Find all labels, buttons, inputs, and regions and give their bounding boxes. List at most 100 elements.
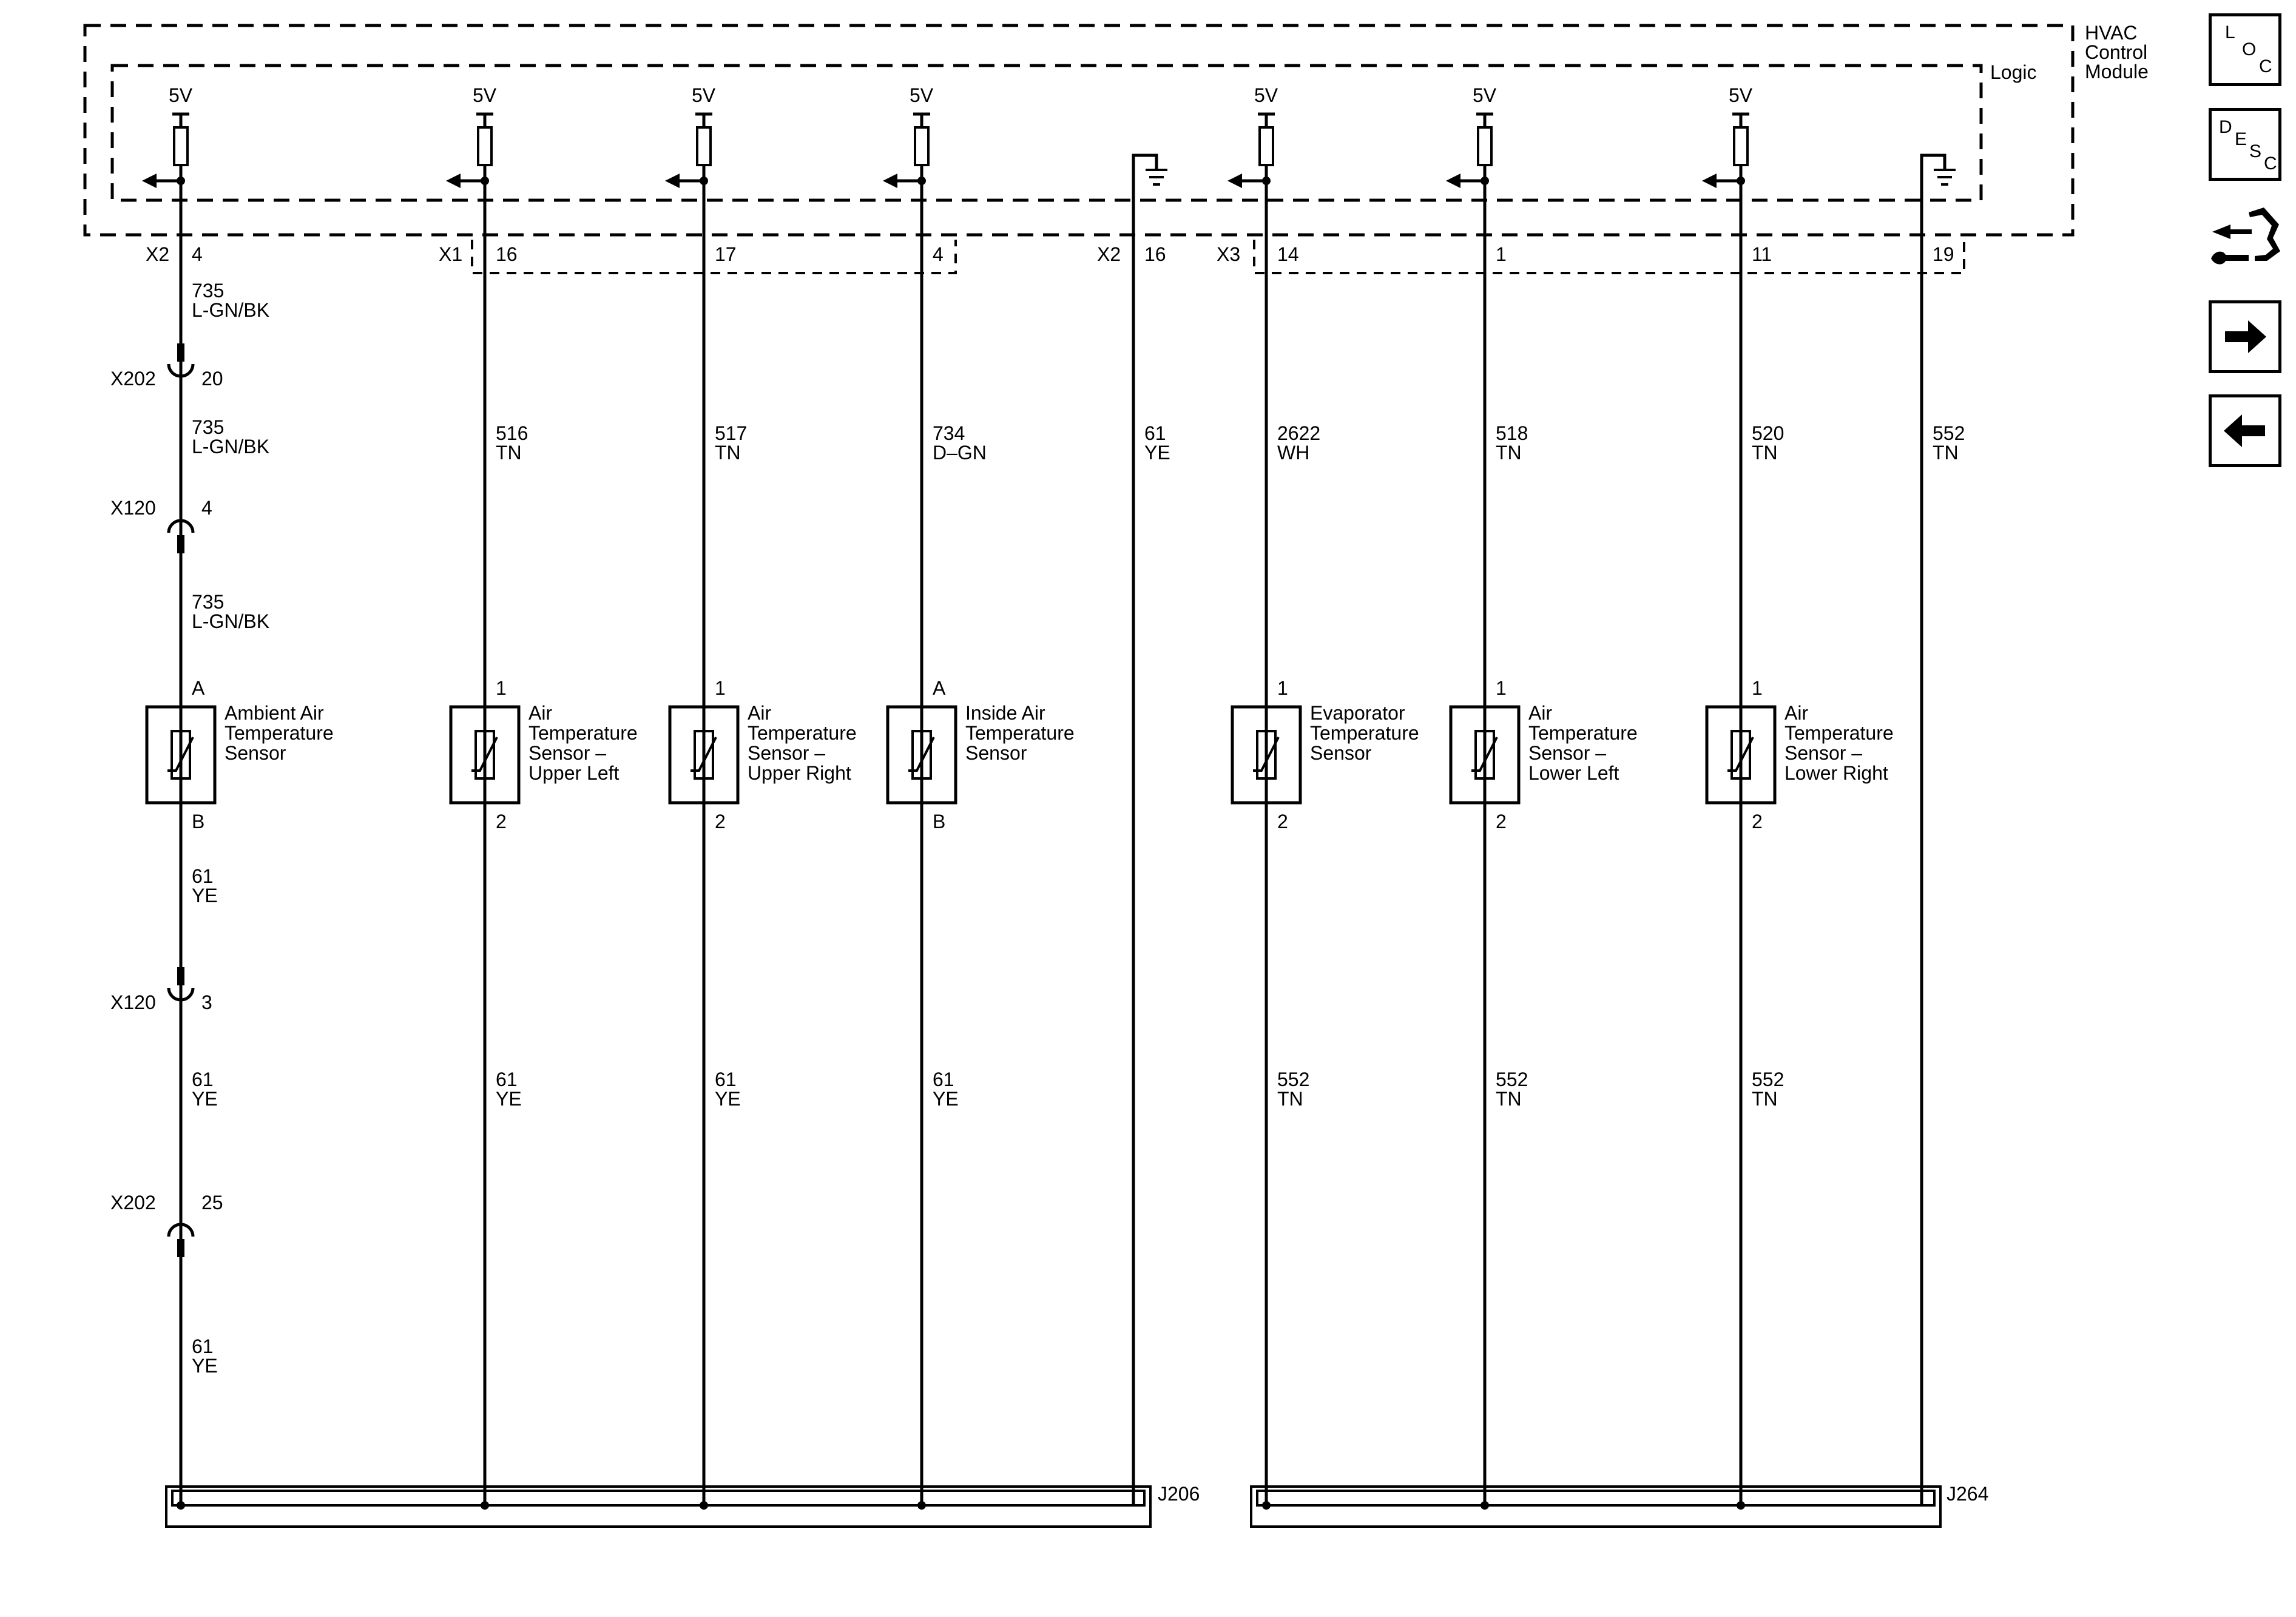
circuit-number: 735 xyxy=(192,591,224,613)
sensor-name-line: Upper Left xyxy=(528,762,620,784)
connector-label: X1 xyxy=(439,243,462,265)
splice-j206-label: J206 xyxy=(1158,1483,1200,1505)
sensor-name-line: Ambient Air xyxy=(225,702,324,724)
connector-pin xyxy=(177,535,184,553)
connector-name: X202 xyxy=(110,368,156,390)
return-circuit-number: 552 xyxy=(1752,1068,1784,1090)
return-circuit-color: TN xyxy=(1277,1088,1303,1110)
sensor-pin-top: 1 xyxy=(715,677,726,699)
circuit-color: WH xyxy=(1277,442,1309,464)
loc-letter-c: C xyxy=(2259,56,2272,76)
supply-5v-label: 5V xyxy=(692,84,716,106)
return-circuit-number: 61 xyxy=(496,1068,518,1090)
supply-5v-label: 5V xyxy=(1473,84,1497,106)
pin-label: 16 xyxy=(496,243,518,265)
splice-j264-outer xyxy=(1250,1485,1942,1528)
thermistor-slash xyxy=(1727,737,1754,772)
circuit-number: 518 xyxy=(1496,422,1528,444)
connector-name: X202 xyxy=(110,1192,156,1214)
desc-letter-c: C xyxy=(2264,154,2277,174)
circuit-number: 61 xyxy=(192,1335,214,1357)
next-button[interactable] xyxy=(2209,300,2281,373)
loc-letter-l: L xyxy=(2225,22,2235,42)
prev-button[interactable] xyxy=(2209,394,2281,467)
sensor-name-line: Temperature xyxy=(225,722,334,744)
loc-button[interactable]: L O C xyxy=(2209,13,2281,86)
sensor-pin-top: 1 xyxy=(1277,677,1288,699)
arrow-left-icon xyxy=(883,174,897,188)
return-circuit-number: 552 xyxy=(1277,1068,1309,1090)
connector-cup xyxy=(167,363,195,378)
connector-tool-icon[interactable] xyxy=(2206,200,2285,279)
return-circuit-number: 552 xyxy=(1496,1068,1528,1090)
sensor-pin-top: 1 xyxy=(496,677,507,699)
circuit-number: 734 xyxy=(933,422,965,444)
sensor-pin-bottom: B xyxy=(933,811,945,832)
circuit-color: YE xyxy=(1144,442,1170,464)
sensor-name-line: Sensor xyxy=(965,742,1027,764)
sensor-name-line: Air xyxy=(748,702,771,724)
circuit-color: YE xyxy=(192,1088,218,1110)
desc-letter-e: E xyxy=(2235,129,2247,149)
arrow-left-icon xyxy=(1446,174,1460,188)
logic-label: Logic xyxy=(1990,61,2037,83)
arrow-left-icon xyxy=(665,174,680,188)
circuit-color: YE xyxy=(192,1355,218,1377)
supply-5v-label: 5V xyxy=(169,84,193,106)
pullup-resistor xyxy=(173,126,189,166)
sensor-name-line: Air xyxy=(1784,702,1808,724)
pullup-resistor xyxy=(696,126,712,166)
splice-j206-inner xyxy=(171,1490,1146,1507)
return-circuit-number: 61 xyxy=(192,865,214,887)
sensor-name-line: Temperature xyxy=(965,722,1075,744)
module-title-line-2: Control xyxy=(2085,41,2147,63)
sensor-pin-top: 1 xyxy=(1496,677,1507,699)
connector-pin-number: 3 xyxy=(201,991,212,1013)
thermistor-slash xyxy=(167,737,194,772)
sensor-name-line: Sensor – xyxy=(1784,742,1862,764)
sensor-pin-bottom: 2 xyxy=(1496,811,1507,832)
thermistor-icon xyxy=(694,730,714,780)
connector-name: X120 xyxy=(110,497,156,519)
sensor-name-line: Sensor – xyxy=(1528,742,1606,764)
x3-connector-group xyxy=(1253,240,1965,274)
connector-pin xyxy=(177,1239,184,1257)
sensor-name-line: Inside Air xyxy=(965,702,1045,724)
thermistor-slash xyxy=(1471,737,1498,772)
splice-j264-inner xyxy=(1256,1490,1936,1507)
circuit-color: TN xyxy=(1496,442,1522,464)
desc-letter-s: S xyxy=(2249,141,2262,161)
sensor-name-line: Upper Right xyxy=(748,762,851,784)
arrow-left-icon xyxy=(446,174,461,188)
circuit-color: L-GN/BK xyxy=(192,610,269,632)
supply-5v-label: 5V xyxy=(473,84,497,106)
sensor-name-line: Sensor – xyxy=(528,742,606,764)
module-title-line-3: Module xyxy=(2085,61,2149,83)
pin-label: 1 xyxy=(1496,243,1507,265)
circuit-color: TN xyxy=(715,442,741,464)
return-circuit-color: YE xyxy=(192,885,218,906)
sensor-name-line: Temperature xyxy=(1784,722,1894,744)
connector-cup xyxy=(167,987,195,1002)
return-circuit-color: YE xyxy=(715,1088,741,1110)
loc-letter-o: O xyxy=(2242,39,2257,59)
thermistor-icon xyxy=(1730,730,1751,780)
sensor-name-line: Temperature xyxy=(1310,722,1419,744)
pullup-resistor xyxy=(914,126,930,166)
connector-label: X2 xyxy=(1097,243,1121,265)
pin-label: 14 xyxy=(1277,243,1299,265)
sensor-name-line: Air xyxy=(1528,702,1552,724)
arrow-left-icon xyxy=(1227,174,1242,188)
pullup-resistor xyxy=(1477,126,1493,166)
desc-button[interactable]: D E S C xyxy=(2209,108,2281,181)
circuit-number: 520 xyxy=(1752,422,1784,444)
circuit-number: 735 xyxy=(192,280,224,302)
supply-5v-label: 5V xyxy=(910,84,934,106)
connector-name: X120 xyxy=(110,991,156,1013)
circuit-color: TN xyxy=(1933,442,1959,464)
